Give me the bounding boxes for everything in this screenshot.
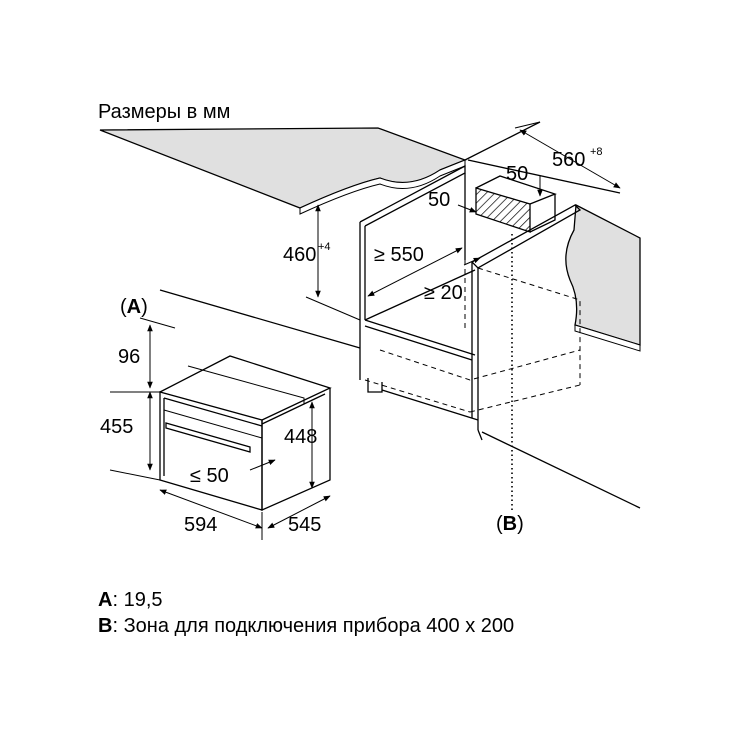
- dim-appliance-width: 594: [184, 514, 217, 536]
- dim-top-depth-left: 50: [428, 189, 450, 211]
- dim-niche-depth: ≥ 550: [374, 244, 424, 266]
- dim-door-offset: ≤ 50: [190, 465, 229, 487]
- legend-b-text: : Зона для подключения прибора 400 x 200: [112, 615, 515, 637]
- dimension-lines: [109, 121, 621, 540]
- marker-b-letter: B: [503, 513, 517, 535]
- legend-a-text: : 19,5: [112, 589, 163, 611]
- dim-appliance-height-body: 448: [284, 426, 317, 448]
- countertop-left: [99, 127, 467, 215]
- legend-a: A: 19,5: [98, 588, 163, 612]
- dim-top-depth-right: 50: [506, 163, 528, 185]
- dim-niche-height-tolerance: +4: [318, 241, 331, 253]
- dim-front-gap: ≥ 20: [424, 282, 463, 304]
- marker-b: (B): [496, 513, 524, 535]
- dim-niche-width: 560: [552, 149, 585, 171]
- dim-appliance-depth: 545: [288, 514, 321, 536]
- countertop-right: [565, 203, 641, 352]
- marker-a-letter: A: [127, 296, 141, 318]
- legend-b-key: B: [98, 615, 113, 637]
- legend-b: B: Зона для подключения прибора 400 x 20…: [98, 614, 514, 638]
- dim-appliance-height-total: 455: [100, 416, 133, 438]
- dim-appliance-top: 96: [118, 346, 140, 368]
- dim-niche-height: 460: [283, 244, 316, 266]
- marker-a: (A): [120, 296, 148, 318]
- dim-niche-width-tolerance: +8: [590, 146, 603, 158]
- appliance-oven: [159, 355, 332, 511]
- diagram-title: Размеры в мм: [98, 101, 230, 123]
- legend-a-key: A: [98, 589, 113, 611]
